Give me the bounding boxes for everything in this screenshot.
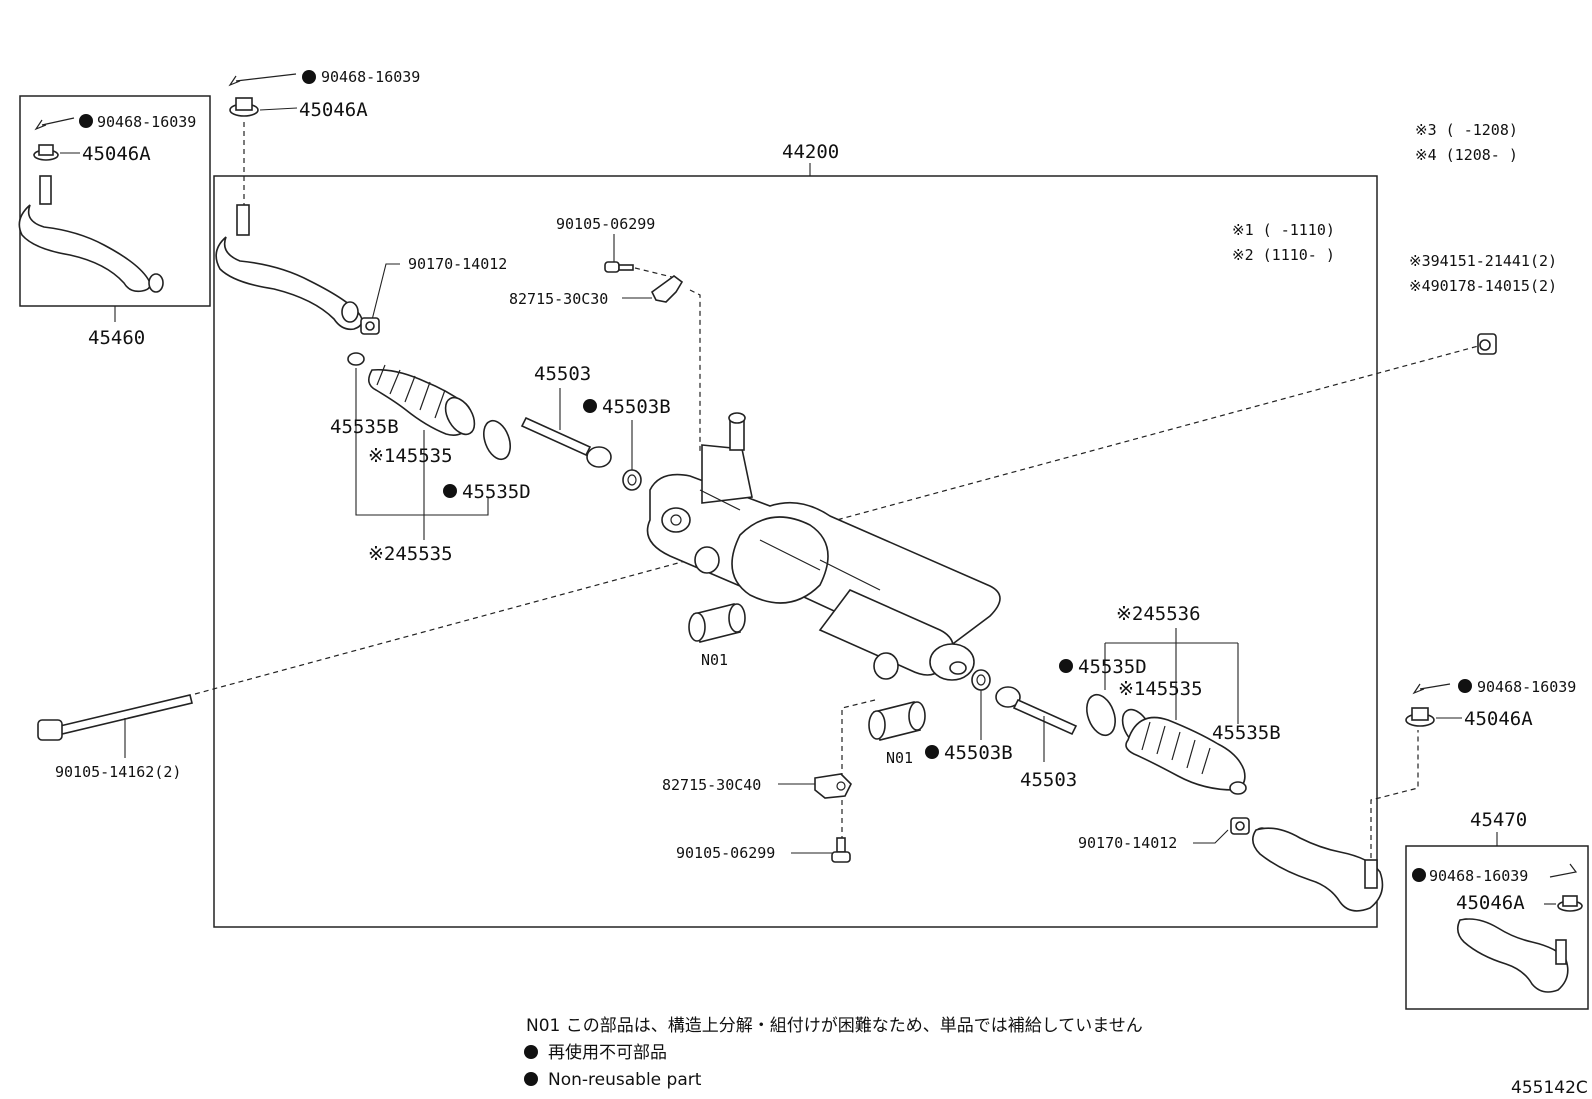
label-bracket-top: 82715-30C30 (509, 290, 608, 308)
non-reusable-dot-icon (583, 399, 597, 413)
label-clip-right: 45535D (1078, 656, 1147, 678)
boot-left (368, 364, 476, 436)
note-date-1: ※1 ( -1110) (1232, 221, 1335, 239)
label-boot-right-2: ※245536 (1116, 603, 1201, 625)
label-bolt-top-left: 90468-16039 (321, 68, 420, 86)
cotter-pin-icon (228, 73, 297, 87)
label-boot-right-1: ※145535 (1118, 678, 1203, 700)
label-bolt-left-box: 90468-16039 (97, 113, 196, 131)
label-clamp-right: 45535B (1212, 722, 1281, 744)
clip-ring-right (1086, 693, 1116, 737)
label-boot-left-2: ※245535 (368, 543, 453, 565)
cotter-pin-icon (1549, 863, 1578, 878)
cotter-pin-icon (1412, 683, 1451, 695)
label-washer-left: 45503B (602, 396, 671, 418)
label-nut-right: 90170-14012 (1078, 834, 1177, 852)
label-nut-right-side: 45046A (1464, 708, 1533, 730)
non-reusable-dot-icon (524, 1045, 538, 1059)
bushing-right-small (873, 652, 899, 680)
inner-rod-right (995, 686, 1078, 736)
inner-rod-left (520, 416, 612, 468)
bushing-right (868, 701, 926, 741)
label-clamp-left: 45535B (330, 416, 399, 438)
footer-note-n01: N01 この部品は、構造上分解・組付けが困難なため、単品では補給していません (526, 1016, 1143, 1036)
non-reusable-dot-icon (925, 745, 939, 759)
clamp-small-right (1229, 781, 1247, 795)
bushing-left-small (694, 546, 720, 574)
label-left-box-number: 45460 (88, 327, 145, 349)
label-fastener-4: ※490178-14015(2) (1409, 277, 1557, 295)
fastener-nut-icon (1477, 333, 1497, 355)
non-reusable-dot-icon (1059, 659, 1073, 673)
castle-nut-icon (229, 97, 259, 117)
tie-rod-end-right (1252, 827, 1384, 912)
label-bracket-bottom: 82715-30C40 (662, 776, 761, 794)
label-bolt-bottom: 90105-06299 (676, 844, 775, 862)
label-nut-left-box: 45046A (82, 143, 151, 165)
steering-rack-housing (646, 412, 1001, 681)
tie-rod-end-left (215, 204, 363, 331)
non-reusable-dot-icon (1412, 868, 1426, 882)
non-reusable-dot-icon (302, 70, 316, 84)
cotter-pin-icon (34, 117, 75, 131)
label-washer-right: 45503B (944, 742, 1013, 764)
clamp-small-left (347, 352, 365, 366)
label-long-bolt: 90105-14162(2) (55, 763, 181, 781)
castle-nut-icon (1557, 895, 1583, 912)
nut-right-icon (1230, 817, 1250, 835)
label-clip-left: 45535D (462, 481, 531, 503)
bracket-bottom-icon (814, 773, 852, 799)
small-bolt-bottom-icon (831, 837, 851, 863)
long-bolt (37, 694, 193, 741)
washer-right-icon (971, 669, 991, 691)
clip-ring-left (483, 419, 511, 461)
label-nut-top-left: 45046A (299, 99, 368, 121)
assembly-frame-44200 (213, 175, 1378, 928)
tie-rod-end-left-inset (18, 175, 164, 293)
label-assembly-number: 44200 (782, 141, 839, 163)
castle-nut-icon (1405, 707, 1435, 727)
label-nut-right-box: 45046A (1456, 892, 1525, 914)
footer-note-en: Non-reusable part (548, 1070, 702, 1090)
label-bolt-top: 90105-06299 (556, 215, 655, 233)
note-date-4: ※4 (1208- ) (1415, 146, 1518, 164)
non-reusable-dot-icon (524, 1072, 538, 1086)
non-reusable-dot-icon (443, 484, 457, 498)
label-bushing-right: N01 (886, 749, 913, 767)
label-rod-left: 45503 (534, 363, 591, 385)
label-bolt-right-side: 90468-16039 (1477, 678, 1576, 696)
bushing-left (688, 603, 746, 643)
note-date-2: ※2 (1110- ) (1232, 246, 1335, 264)
label-rod-right: 45503 (1020, 769, 1077, 791)
non-reusable-dot-icon (79, 114, 93, 128)
castle-nut-icon (33, 144, 59, 161)
footer-note-jp: 再使用不可部品 (548, 1042, 667, 1063)
label-right-box-number: 45470 (1470, 809, 1527, 831)
label-boot-left-1: ※145535 (368, 445, 453, 467)
non-reusable-dot-icon (1458, 679, 1472, 693)
label-fastener-3: ※394151-21441(2) (1409, 252, 1557, 270)
washer-left-icon (622, 469, 642, 491)
boot-right (1121, 708, 1246, 791)
note-date-3: ※3 ( -1208) (1415, 121, 1518, 139)
bracket-top-icon (650, 275, 684, 303)
small-bolt-icon (604, 261, 634, 273)
label-bushing-left: N01 (701, 651, 728, 669)
tie-rod-end-right-inset (1456, 918, 1569, 993)
label-bolt-right-box: 90468-16039 (1429, 867, 1528, 885)
diagram-id: 455142C (1511, 1078, 1588, 1098)
nut-left-icon (360, 317, 380, 335)
label-nut-left: 90170-14012 (408, 255, 507, 273)
